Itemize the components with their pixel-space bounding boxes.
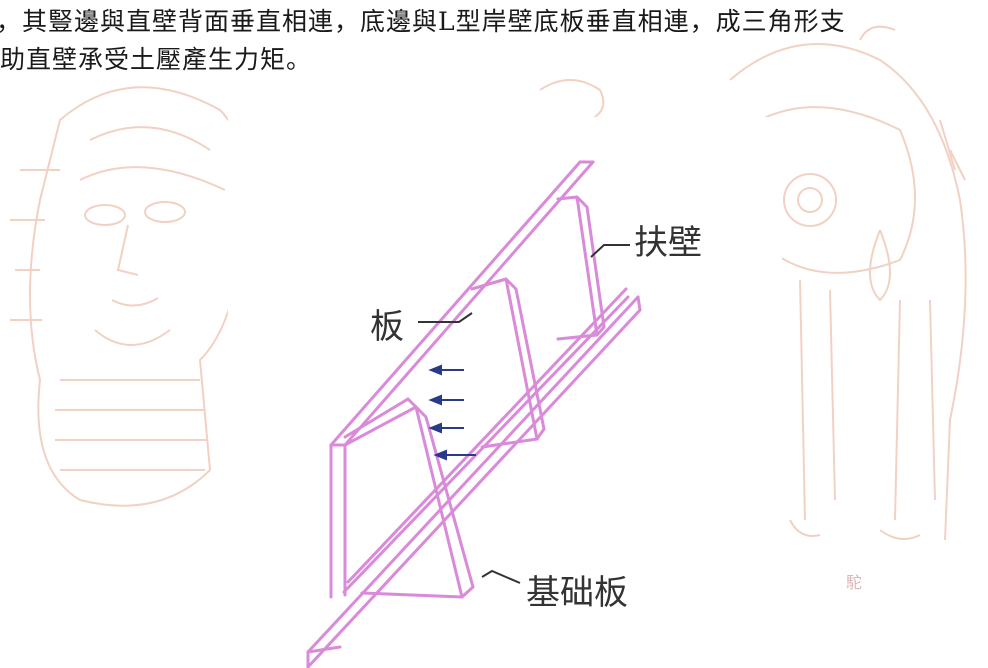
- camel-illustration: [729, 25, 967, 541]
- pressure-arrow: [428, 394, 464, 406]
- slab-label: 板: [370, 307, 404, 347]
- body-text-line-1: ，其豎邊與直壁背面垂直相連，底邊與L型岸壁底板垂直相連，成三角形支: [0, 7, 846, 36]
- buttress-front: [343, 397, 475, 599]
- retaining-wall-figure: 扶壁 板 基础板: [228, 117, 782, 668]
- pharaoh-mask-illustration: [10, 86, 262, 507]
- small-figure-illustration: [539, 79, 605, 121]
- pressure-arrow: [433, 449, 476, 461]
- buttress-leader-line: [590, 244, 630, 258]
- buttress-middle: [470, 277, 546, 449]
- buttress-label: 扶壁: [634, 223, 702, 263]
- buttress-back: [556, 195, 606, 341]
- footing-leader-line: [481, 569, 521, 584]
- watermark-caption: 駝: [846, 573, 862, 592]
- footing-label: 基础板: [526, 573, 628, 613]
- buttress-wall-diagram: [306, 160, 642, 668]
- body-text-line-2: 助直壁承受土壓產生力矩。: [0, 45, 313, 74]
- wall-slab: [329, 160, 595, 599]
- earth-pressure-arrows: [428, 364, 476, 461]
- slab-leader-line: [418, 312, 473, 323]
- pressure-arrow: [428, 422, 464, 434]
- pressure-arrow: [428, 364, 464, 376]
